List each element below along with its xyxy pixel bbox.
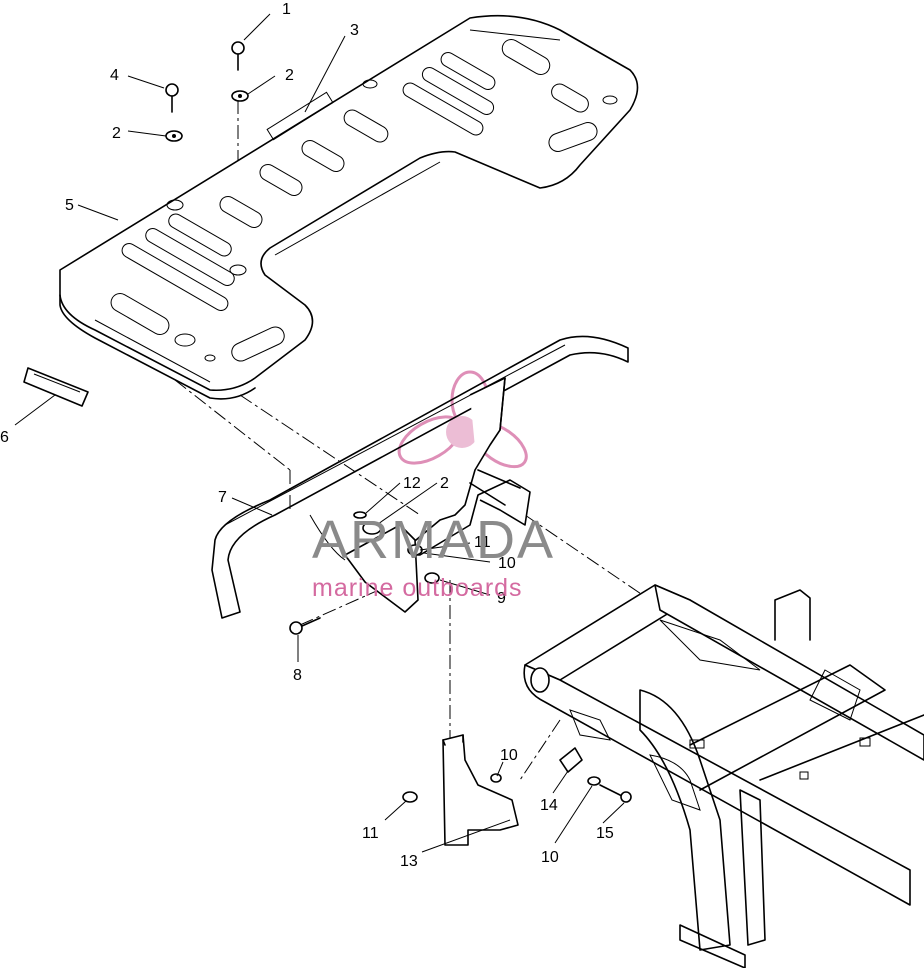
callout-2: 2: [112, 125, 121, 142]
spacer-bolt: [559, 747, 632, 803]
callout-15: 15: [596, 825, 614, 842]
callout-11: 11: [362, 825, 379, 842]
callout-13: 13: [400, 853, 418, 870]
callout-2: 2: [440, 475, 449, 492]
callout-6: 6: [0, 429, 9, 446]
callout-5: 5: [65, 197, 74, 214]
callout-4: 4: [110, 67, 119, 84]
alignment-lines: [174, 100, 651, 781]
reflector: [23, 367, 89, 407]
callout-7: 7: [218, 489, 227, 506]
bracket-assembly: [309, 377, 531, 613]
watermark-tagline: marine outboards: [312, 574, 523, 602]
callout-11: 11: [474, 534, 491, 551]
callout-12: 12: [403, 475, 421, 492]
hardware-middle: [289, 511, 440, 635]
propeller-logo-icon: [397, 370, 528, 469]
leader-lines: [14, 13, 625, 853]
callout-labels: 1 2 2 3 4 5 6 7 12 2 11 10 9 8 10 11 13 …: [0, 1, 614, 870]
callout-10: 10: [498, 555, 516, 572]
watermark: ARMADA marine outboards: [312, 510, 555, 602]
callout-1: 1: [282, 1, 291, 18]
watermark-brand: ARMADA: [312, 510, 555, 570]
cargo-rack: [59, 14, 639, 400]
callout-8: 8: [293, 667, 302, 684]
callout-9: 9: [497, 590, 506, 607]
callout-3: 3: [350, 22, 359, 39]
hardware-top: [165, 41, 249, 142]
callout-10: 10: [500, 747, 518, 764]
callout-2: 2: [285, 67, 294, 84]
callout-14: 14: [540, 797, 558, 814]
callout-10: 10: [541, 849, 559, 866]
lower-bracket: [402, 734, 519, 846]
frame: [523, 584, 924, 968]
